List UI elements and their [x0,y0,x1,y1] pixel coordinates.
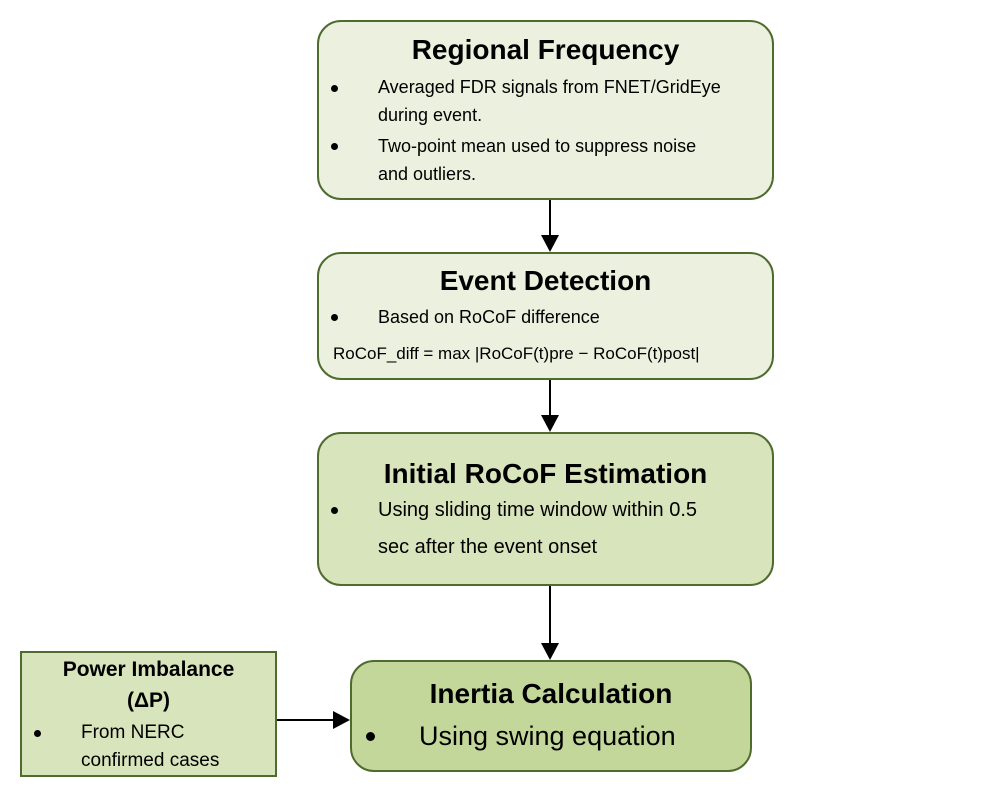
bullet-icon [331,143,338,150]
event-detection-bullet-1: Based on RoCoF difference [378,307,600,327]
initial-rocof-box: Initial RoCoF Estimation Using sliding t… [317,432,774,586]
bullet-line-2: confirmed cases [81,750,220,771]
power-imbalance-bullet-1: From NERC confirmed cases [81,719,219,775]
bullet-line-1: Using sliding time window within 0.5 [378,499,698,521]
arrow-head [541,415,559,432]
inertia-calculation-bullet-1: Using swing equation [419,721,676,751]
power-imbalance-title-line-2: (ΔP) [126,689,171,712]
bullet-line-1: From NERC [81,722,185,743]
event-detection-box: Event Detection Based on RoCoF differenc… [317,252,774,380]
regional-frequency-bullet-1: Averaged FDR signals from FNET/GridEye d… [378,73,721,129]
regional-frequency-box: Regional Frequency Averaged FDR signals … [317,20,774,200]
inertia-calculation-box: Inertia Calculation Using swing equation [350,660,752,772]
initial-rocof-title: Initial RoCoF Estimation [383,458,708,489]
bullet-icon [366,732,375,741]
inertia-calculation-title: Inertia Calculation [429,678,673,709]
bullet-icon [331,507,338,514]
event-detection-title: Event Detection [439,265,652,296]
arrow-line [549,586,551,644]
arrow-head [541,235,559,252]
regional-frequency-bullet-2: Two-point mean used to suppress noise an… [378,132,696,188]
rocof-diff-formula: RoCoF_diff = max |RoCoF(t)pre − RoCoF(t)… [333,344,700,363]
regional-frequency-title: Regional Frequency [411,34,680,65]
bullet-2-line-1: Two-point mean used to suppress noise [378,136,697,156]
arrow-line [549,380,551,416]
bullet-icon [34,730,41,737]
arrow-head [541,643,559,660]
arrow-line [549,200,551,236]
arrow-line [277,719,334,721]
power-imbalance-title: Power Imbalance (ΔP) [22,654,275,716]
bullet-1-line-2: during event. [378,105,483,125]
arrow-head [333,711,350,729]
bullet-icon [331,314,338,321]
bullet-line-2: sec after the event onset [378,536,598,558]
power-imbalance-box: Power Imbalance (ΔP) From NERC confirmed… [20,651,277,777]
initial-rocof-bullet-1: Using sliding time window within 0.5 sec… [378,492,697,566]
power-imbalance-title-line-1: Power Imbalance [62,658,235,681]
bullet-1-line-1: Averaged FDR signals from FNET/GridEye [378,77,721,97]
bullet-2-line-2: and outliers. [378,164,477,184]
bullet-icon [331,85,338,92]
